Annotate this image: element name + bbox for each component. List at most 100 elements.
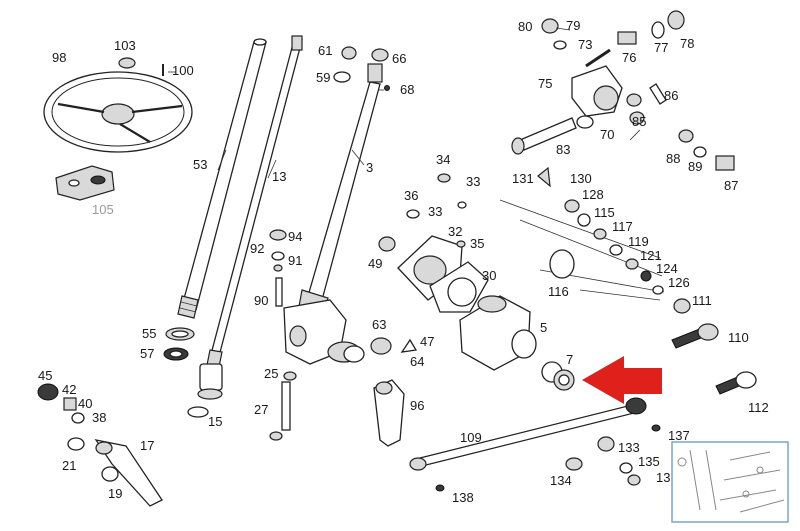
bearing-ring-7 xyxy=(541,361,575,391)
label-96: 96 xyxy=(410,398,424,413)
label-13: 13 xyxy=(272,169,286,184)
label-66: 66 xyxy=(392,51,406,66)
label-111: 111 xyxy=(692,293,712,308)
label-128: 128 xyxy=(582,187,604,202)
label-53: 53 xyxy=(193,157,207,172)
tie-rod-109 xyxy=(409,397,661,492)
label-35: 35 xyxy=(470,236,484,251)
label-98: 98 xyxy=(52,50,66,65)
label-32: 32 xyxy=(448,224,462,239)
label-79: 79 xyxy=(566,18,580,33)
label-68: 68 xyxy=(400,82,414,97)
bolt-87-89 xyxy=(678,129,735,171)
label-36: 36 xyxy=(404,188,418,203)
label-92: 92 xyxy=(250,241,264,256)
label-3: 3 xyxy=(366,160,373,175)
label-73: 73 xyxy=(578,37,592,52)
rings-55-57 xyxy=(163,327,195,361)
label-75: 75 xyxy=(538,76,552,91)
label-34: 34 xyxy=(436,152,450,167)
label-59: 59 xyxy=(316,70,330,85)
steering-hub-105 xyxy=(55,165,115,201)
label-21: 21 xyxy=(62,458,76,473)
label-80: 80 xyxy=(518,19,532,34)
label-83: 83 xyxy=(556,142,570,157)
bolt-27 xyxy=(269,371,297,441)
tie-rod-end-112 xyxy=(715,371,757,395)
label-103: 103 xyxy=(114,38,136,53)
label-38: 38 xyxy=(92,410,106,425)
label-115: 115 xyxy=(594,205,615,220)
label-27: 27 xyxy=(254,402,268,417)
label-124: 124 xyxy=(656,261,678,276)
label-121: 121 xyxy=(640,248,662,263)
label-135: 135 xyxy=(638,454,660,469)
label-119: 119 xyxy=(628,234,649,249)
label-94: 94 xyxy=(288,229,302,244)
leader-lines xyxy=(168,27,641,179)
label-134: 134 xyxy=(550,473,572,488)
kingpin-parts xyxy=(37,383,163,507)
relay-75 xyxy=(541,18,667,129)
pin-83 xyxy=(511,117,577,155)
label-45: 45 xyxy=(38,368,52,383)
column-tube-53 xyxy=(177,38,267,319)
label-40: 40 xyxy=(78,396,92,411)
label-61: 61 xyxy=(318,43,332,58)
label-17: 17 xyxy=(140,438,154,453)
label-33: 33 xyxy=(428,204,442,219)
parts-90-94 xyxy=(269,229,287,307)
pitman-arm-96 xyxy=(373,379,405,447)
label-116: 116 xyxy=(548,284,569,299)
housing-5 xyxy=(459,295,537,371)
coupling-15 xyxy=(187,363,223,418)
steering-shaft-13 xyxy=(205,35,303,373)
label-42: 42 xyxy=(62,382,76,397)
label-5: 5 xyxy=(540,320,547,335)
label-130: 130 xyxy=(570,171,592,186)
label-88: 88 xyxy=(666,151,680,166)
part-labels: 98 103 100 105 53 13 61 66 59 68 3 80 79… xyxy=(38,18,769,505)
label-86: 86 xyxy=(664,88,678,103)
gasket-30 xyxy=(429,261,489,313)
label-90: 90 xyxy=(254,293,268,308)
label-137: 137 xyxy=(668,428,690,443)
label-63: 63 xyxy=(372,317,386,332)
label-77: 77 xyxy=(654,40,668,55)
label-55: 55 xyxy=(142,326,156,341)
steering-box-housing xyxy=(283,299,365,365)
highlight-arrow xyxy=(582,356,662,404)
horn-cap xyxy=(118,57,136,69)
label-15: 15 xyxy=(208,414,222,429)
shock-parts xyxy=(499,166,691,314)
washers-77-78 xyxy=(651,10,685,39)
label-85: 85 xyxy=(632,114,646,129)
label-110: 110 xyxy=(728,330,749,345)
label-138: 138 xyxy=(452,490,474,505)
tie-rod-end-110 xyxy=(671,323,719,349)
steering-wheel xyxy=(43,71,193,153)
label-131: 131 xyxy=(512,171,534,186)
label-126: 126 xyxy=(668,275,690,290)
label-87: 87 xyxy=(724,178,738,193)
bolts-32-36 xyxy=(406,173,467,248)
label-89: 89 xyxy=(688,159,702,174)
nut-63 xyxy=(370,337,392,355)
label-33-top: 33 xyxy=(466,174,480,189)
label-19: 19 xyxy=(108,486,122,501)
label-117: 117 xyxy=(612,219,633,234)
label-133: 133 xyxy=(618,440,640,455)
label-25: 25 xyxy=(264,366,278,381)
nut-49 xyxy=(378,236,396,252)
label-91: 91 xyxy=(288,253,302,268)
label-30: 30 xyxy=(482,268,496,283)
label-13-lower: 13 xyxy=(656,470,670,485)
nuts-61-66-59-68 xyxy=(333,46,390,91)
label-57: 57 xyxy=(140,346,154,361)
label-47: 47 xyxy=(420,334,434,349)
overview-thumbnail[interactable] xyxy=(671,441,789,523)
label-105: 105 xyxy=(92,202,114,217)
pin-47-64 xyxy=(400,338,418,353)
